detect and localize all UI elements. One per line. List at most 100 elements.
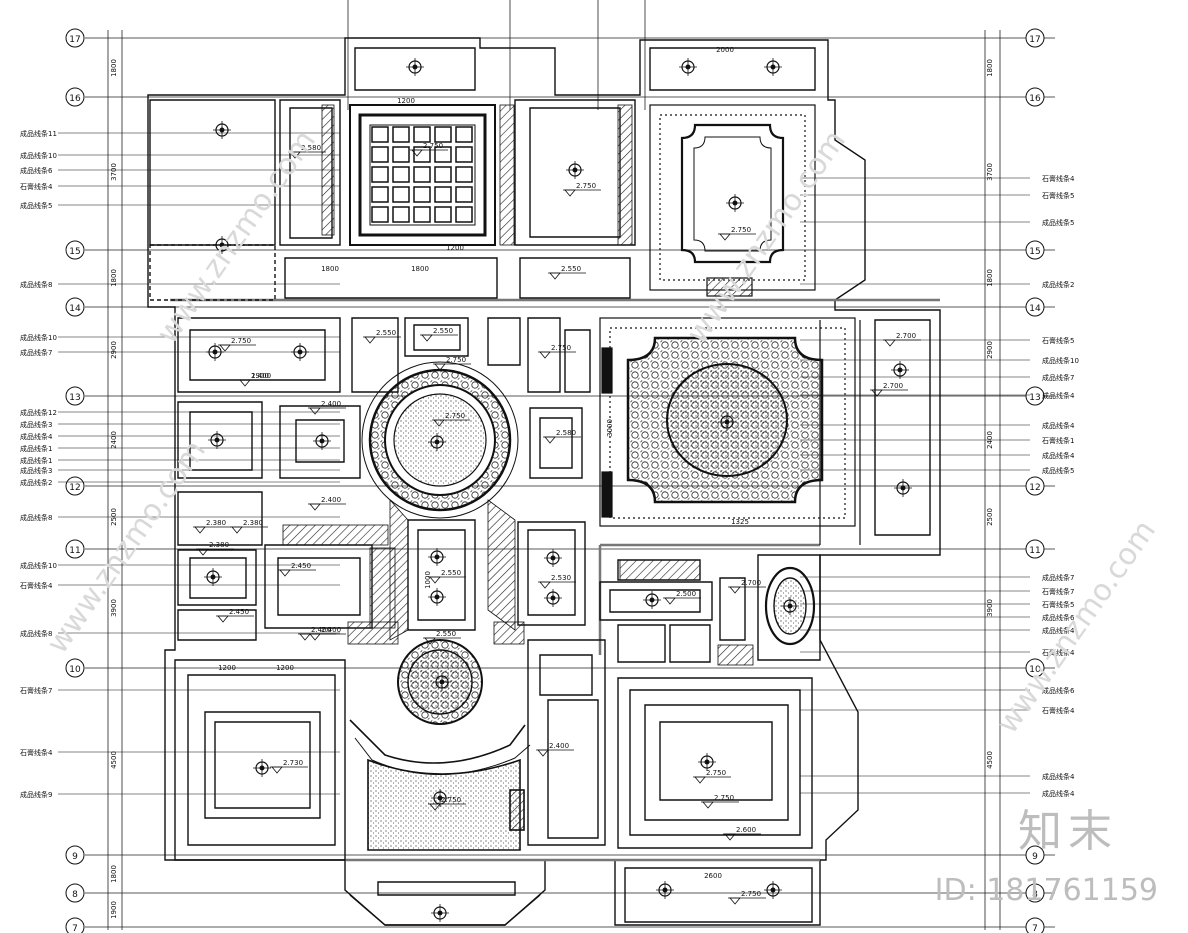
downlight-icon <box>781 597 799 615</box>
axis-label-left: 17 <box>69 35 80 45</box>
coffer-cell <box>371 126 389 143</box>
note-left: 成品线条2 <box>20 478 52 487</box>
downlight-icon <box>428 433 446 451</box>
ceiling-height-marker: 2.750 <box>410 142 448 157</box>
ceiling-height-marker: 2.400 <box>308 626 346 641</box>
note-left: 成品线条1 <box>20 444 52 453</box>
ceiling-height-label: 2.400 <box>549 742 569 750</box>
watermark-logo: 知末 <box>1018 806 1118 857</box>
note-left: 成品线条9 <box>20 790 52 799</box>
ceiling-height-label: 2.580 <box>556 429 576 437</box>
ceiling-height-label: 2.550 <box>561 265 581 273</box>
coffer-cell <box>371 186 389 203</box>
coffer-cell <box>455 186 473 203</box>
downlight-icon <box>566 161 584 179</box>
coffer-cell <box>413 146 431 163</box>
dimension-right: 1800 <box>986 269 994 287</box>
ceiling-height-label: 2.500 <box>676 590 696 598</box>
ceiling-height-label: 2.400 <box>321 626 341 634</box>
ceiling-height-label: 2.730 <box>283 759 303 767</box>
downlight-icon <box>698 753 716 771</box>
downlight-icon <box>208 431 226 449</box>
coffer-cell <box>455 126 473 143</box>
axis-bubble <box>1025 240 1045 260</box>
axis-bubble <box>65 28 85 48</box>
dimension-left: 1800 <box>110 865 118 883</box>
ceiling-height-marker: 2.700 <box>870 382 908 397</box>
axis-bubble <box>65 539 85 559</box>
coffer-cell <box>434 166 452 183</box>
axis-label-left: 11 <box>69 546 80 556</box>
axis-bubble <box>1025 297 1045 317</box>
dimension-right: 3700 <box>986 163 994 181</box>
downlight-icon <box>544 589 562 607</box>
ceiling-height-label: 2.700 <box>896 332 916 340</box>
ceiling-room-top-right <box>649 104 816 297</box>
ceiling-height-label: 2.380 <box>243 519 263 527</box>
note-right: 石膏线条4 <box>1042 706 1075 715</box>
ceiling-height-marker: 2.450 <box>278 562 316 577</box>
ceiling-height-label: 2.750 <box>714 794 734 802</box>
axis-bubble <box>1025 539 1045 559</box>
ceiling-height-marker: 2.550 <box>548 265 586 280</box>
ceiling-height-marker: 2.750 <box>433 356 471 371</box>
room-dimension: 3000 <box>606 419 614 437</box>
ceiling-height-marker: 2.750 <box>728 890 766 905</box>
ceiling-height-marker: 2.550 <box>428 569 466 584</box>
ceiling-height-label: 2.750 <box>441 796 461 804</box>
coffer-cell <box>392 146 410 163</box>
curved-ceiling-room <box>349 719 531 851</box>
downlight-icon <box>406 58 424 76</box>
axis-bubble <box>65 87 85 107</box>
ceiling-height-marker: 2.380 <box>196 541 234 556</box>
axis-label-left: 15 <box>69 247 80 257</box>
coffer-cell <box>455 206 473 223</box>
dimension-left: 4500 <box>110 751 118 769</box>
ceiling-height-marker: 2.580 <box>543 429 581 444</box>
axis-bubble <box>65 297 85 317</box>
ceiling-height-marker: 2.730 <box>270 759 308 774</box>
rotunda-ceiling <box>361 361 519 519</box>
axis-bubble <box>65 883 85 903</box>
ceiling-height-marker: 2.750 <box>432 412 470 427</box>
axis-bubble <box>1025 917 1045 933</box>
coffer-cell <box>371 206 389 223</box>
coffer-cell <box>371 166 389 183</box>
axis-label-right: 14 <box>1029 304 1041 314</box>
ceiling-height-label: 2.750 <box>445 412 465 420</box>
ceiling-height-marker: 2.750 <box>218 337 256 352</box>
axis-bubble <box>1025 476 1045 496</box>
ceiling-height-label: 2.550 <box>436 630 456 638</box>
note-left: 石膏线条4 <box>20 581 53 590</box>
note-right: 石膏线条7 <box>1042 587 1074 596</box>
coffer-grid <box>371 126 473 223</box>
ceiling-height-marker: 2.750 <box>538 344 576 359</box>
note-right: 石膏线条5 <box>1042 191 1074 200</box>
axis-label-left: 14 <box>69 304 81 314</box>
note-right: 成品线条10 <box>1042 356 1079 365</box>
ceiling-height-label: 2.550 <box>376 329 396 337</box>
axis-bubble <box>65 240 85 260</box>
dimension-left: 3700 <box>110 163 118 181</box>
note-left: 成品线条5 <box>20 201 52 210</box>
note-left: 成品线条1 <box>20 456 52 465</box>
ceiling-height-marker: 2.450 <box>216 608 254 623</box>
ceiling-height-label: 2.400 <box>321 400 341 408</box>
room-dimension: 1000 <box>424 571 432 589</box>
axis-label-right: 17 <box>1029 35 1040 45</box>
axis-bubble <box>1025 386 1045 406</box>
note-right: 成品线条5 <box>1042 218 1074 227</box>
axis-label-left: 8 <box>72 890 78 900</box>
coffer-cell <box>455 146 473 163</box>
coffer-cell <box>434 146 452 163</box>
note-right: 成品线条6 <box>1042 613 1075 622</box>
downlight-icon <box>431 904 449 922</box>
coffer-cell <box>434 206 452 223</box>
downlight-icon <box>894 479 912 497</box>
ceiling-height-marker: 2.500 <box>663 590 701 605</box>
note-left: 石膏线条7 <box>20 686 52 695</box>
ceiling-height-marker: 2.550 <box>423 630 461 645</box>
note-left: 成品线条3 <box>20 420 52 429</box>
note-left: 成品线条12 <box>20 408 57 417</box>
